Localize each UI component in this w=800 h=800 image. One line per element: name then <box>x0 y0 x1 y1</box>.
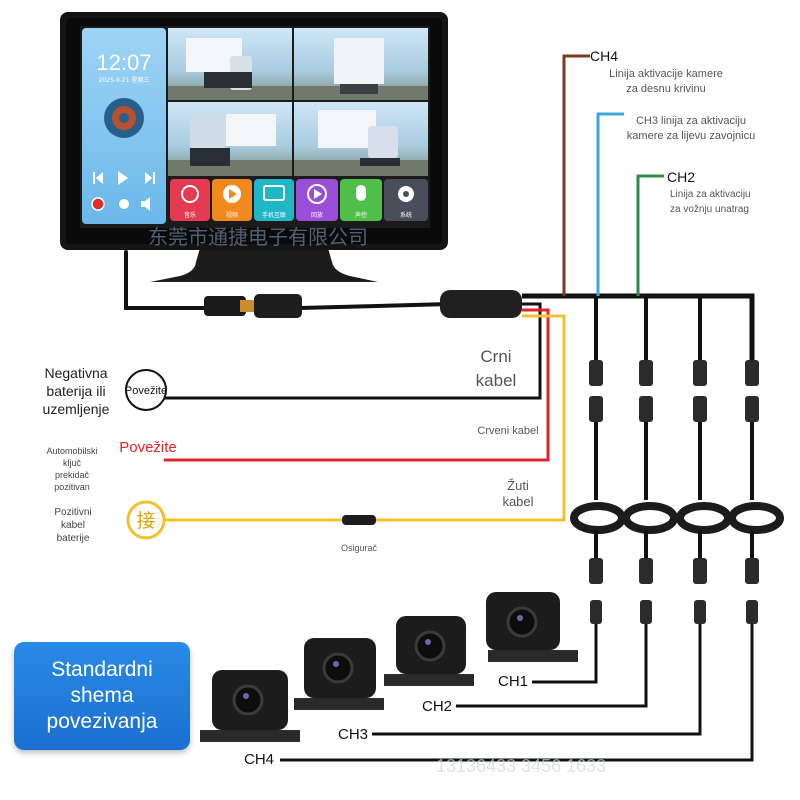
fuse-label: Osigurač <box>341 543 378 553</box>
brightness-icon <box>119 199 129 209</box>
ch4-desc-1: Linija aktivacije kamere <box>609 68 723 80</box>
fuse <box>342 515 376 525</box>
ignition-action: Povežite <box>119 439 177 456</box>
watermark: 东莞市通捷电子有限公司 <box>148 225 368 249</box>
black-wire-label-1: Crni <box>480 347 511 366</box>
black-wire <box>146 302 542 400</box>
battery-label-1: Pozitivni <box>54 507 91 518</box>
camera-label-ch4: CH4 <box>244 751 274 768</box>
negative-action: Povežite <box>125 385 167 397</box>
badge-line-1: Standardni <box>51 658 153 681</box>
media-controls <box>93 171 155 185</box>
yellow-wire-label-1: Žuti <box>507 478 529 493</box>
negative-label-3: uzemljenje <box>43 401 110 417</box>
diagram-title-badge: Standardni shema povezivanja <box>14 642 190 750</box>
black-wire-label-2: kabel <box>476 371 517 390</box>
camera-ch4 <box>200 670 300 742</box>
ignition-label-4: pozitivan <box>54 482 90 492</box>
camera-ch1 <box>486 592 578 662</box>
battery-label-2: kabel <box>61 520 85 531</box>
yellow-wire-label-2: kabel <box>502 494 533 509</box>
clock-time: 12:07 <box>96 50 151 75</box>
app-label-playback: 回放 <box>311 211 323 219</box>
negative-label-2: baterija ili <box>46 383 105 399</box>
ch3-desc-1: CH3 linija za aktivaciju <box>636 115 746 127</box>
red-wire <box>146 308 550 462</box>
camera-label-ch1: CH1 <box>498 673 528 690</box>
battery-terminal <box>126 500 166 540</box>
volume-icon <box>141 197 150 211</box>
ignition-terminal-glow <box>128 440 164 476</box>
app-label-phone-link: 手机互联 <box>262 211 286 219</box>
ch4-label: CH4 <box>590 48 618 64</box>
app-label-music: 音乐 <box>184 211 196 219</box>
app-label-system: 系统 <box>400 211 412 219</box>
ch2-trigger-wire <box>636 174 664 296</box>
clock-date: 2025-9-21 星期三 <box>99 76 150 84</box>
camera-label-ch2: CH2 <box>422 698 452 715</box>
badge-line-3: povezivanja <box>46 710 158 733</box>
ignition-label-3: prekidač <box>55 470 90 480</box>
app-tile-playback[interactable] <box>296 179 338 221</box>
ch2-label: CH2 <box>667 169 695 185</box>
trunk-cable <box>522 293 755 360</box>
ch3-trigger-wire <box>596 112 624 296</box>
battery-label-3: baterije <box>57 533 90 544</box>
app-tile-music[interactable] <box>170 179 210 221</box>
footer-number: 13136433 3456 1633 <box>436 756 606 776</box>
app-label-voice: 声控 <box>355 211 367 219</box>
ignition-label-2: ključ <box>63 458 82 468</box>
extension-cables <box>280 360 784 762</box>
ch2-desc-2: za vožnju unatrag <box>670 204 749 215</box>
red-wire-label: Crveni kabel <box>477 425 538 437</box>
ignition-label-1: Automobilski <box>46 446 97 456</box>
ch2-desc-1: Linija za aktivaciju <box>670 189 751 200</box>
power-cable <box>124 250 522 318</box>
monitor: 12:07 2025-9-21 星期三 音乐 视频 手机互联 回放 声控 系统 <box>60 12 448 282</box>
ch4-desc-2: za desnu krivinu <box>626 83 706 95</box>
ch4-trigger-wire <box>562 54 590 296</box>
camera-ch3 <box>294 638 384 710</box>
ch3-desc-2: kamere za lijevu zavojnicu <box>627 130 755 142</box>
camera-label-ch3: CH3 <box>338 726 368 743</box>
record-icon <box>91 197 105 211</box>
app-dock <box>170 179 428 221</box>
camera-quad-view <box>168 28 428 176</box>
battery-action: 接 <box>136 510 155 532</box>
negative-terminal <box>125 369 167 411</box>
app-label-video: 视频 <box>226 211 238 219</box>
badge-line-2: shema <box>70 684 134 707</box>
camera-ch2 <box>384 616 474 686</box>
negative-label-1: Negativna <box>44 365 107 381</box>
